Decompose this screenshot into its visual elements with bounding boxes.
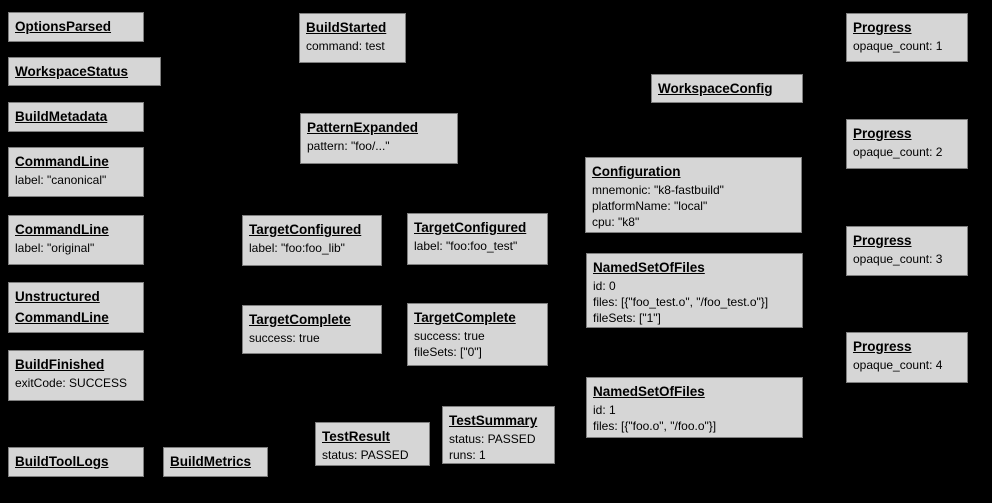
node-attr: exitCode: SUCCESS bbox=[15, 376, 128, 390]
node-attr: opaque_count: 2 bbox=[853, 145, 943, 159]
node-title: CommandLine bbox=[15, 154, 109, 169]
node-build-metrics: BuildMetrics bbox=[163, 447, 268, 477]
node-attr: id: 0 bbox=[593, 279, 616, 293]
node-progress-1: Progress opaque_count: 1 bbox=[846, 13, 968, 62]
node-title: BuildStarted bbox=[306, 20, 387, 35]
node-title: Unstructured bbox=[15, 289, 100, 304]
node-title: Progress bbox=[853, 20, 912, 35]
node-title: Progress bbox=[853, 126, 912, 141]
node-title: TargetConfigured bbox=[249, 222, 362, 237]
node-unstructured-command-line: Unstructured CommandLine bbox=[8, 282, 144, 333]
node-attr: success: true bbox=[249, 331, 320, 345]
node-target-configured-foo-test: TargetConfigured label: "foo:foo_test" bbox=[407, 213, 548, 265]
node-attr: mnemonic: "k8-fastbuild" bbox=[592, 183, 724, 197]
node-attr: opaque_count: 3 bbox=[853, 252, 943, 266]
node-progress-3: Progress opaque_count: 3 bbox=[846, 226, 968, 276]
node-pattern-expanded: PatternExpanded pattern: "foo/..." bbox=[300, 113, 458, 164]
node-attr: files: [{"foo_test.o", "/foo_test.o"}] bbox=[593, 295, 769, 309]
node-title: WorkspaceStatus bbox=[15, 64, 129, 79]
node-named-set-of-files-1: NamedSetOfFiles id: 1 files: [{"foo.o", … bbox=[586, 377, 803, 438]
node-attr: label: "foo:foo_lib" bbox=[249, 241, 345, 255]
node-title: TestResult bbox=[322, 429, 391, 444]
node-title: TargetComplete bbox=[249, 312, 351, 327]
node-build-finished: BuildFinished exitCode: SUCCESS bbox=[8, 350, 144, 401]
node-attr: label: "canonical" bbox=[15, 173, 107, 187]
node-attr: status: PASSED bbox=[449, 432, 536, 446]
node-target-configured-foo-lib: TargetConfigured label: "foo:foo_lib" bbox=[242, 215, 382, 266]
node-workspace-status: WorkspaceStatus bbox=[8, 57, 161, 86]
node-attr: status: PASSED bbox=[322, 448, 409, 462]
node-workspace-config: WorkspaceConfig bbox=[651, 74, 803, 103]
node-build-metadata: BuildMetadata bbox=[8, 102, 144, 132]
node-title: BuildMetrics bbox=[170, 454, 252, 469]
node-title: TestSummary bbox=[449, 413, 538, 428]
node-attr: id: 1 bbox=[593, 403, 616, 417]
node-title: CommandLine bbox=[15, 222, 109, 237]
node-title: Progress bbox=[853, 339, 912, 354]
node-title: BuildFinished bbox=[15, 357, 105, 372]
node-target-complete-foo-test: TargetComplete success: true fileSets: [… bbox=[407, 303, 548, 366]
node-title: TargetComplete bbox=[414, 310, 516, 325]
node-named-set-of-files-0: NamedSetOfFiles id: 0 files: [{"foo_test… bbox=[586, 253, 803, 328]
node-command-line-original: CommandLine label: "original" bbox=[8, 215, 144, 265]
node-attr: opaque_count: 4 bbox=[853, 358, 943, 372]
node-attr: pattern: "foo/..." bbox=[307, 139, 390, 153]
node-attr: platformName: "local" bbox=[592, 199, 708, 213]
node-attr: files: [{"foo.o", "/foo.o"}] bbox=[593, 419, 717, 433]
node-title: TargetConfigured bbox=[414, 220, 527, 235]
node-title: OptionsParsed bbox=[15, 19, 112, 34]
node-attr: opaque_count: 1 bbox=[853, 39, 943, 53]
node-test-summary: TestSummary status: PASSED runs: 1 bbox=[442, 406, 555, 464]
node-title: WorkspaceConfig bbox=[658, 81, 773, 96]
node-title: BuildMetadata bbox=[15, 109, 108, 124]
node-configuration: Configuration mnemonic: "k8-fastbuild" p… bbox=[585, 157, 802, 233]
node-title: CommandLine bbox=[15, 310, 109, 325]
node-build-started: BuildStarted command: test bbox=[299, 13, 406, 63]
node-attr: fileSets: ["0"] bbox=[414, 345, 482, 359]
node-title: PatternExpanded bbox=[307, 120, 419, 135]
node-test-result: TestResult status: PASSED bbox=[315, 422, 430, 466]
node-command-line-canonical: CommandLine label: "canonical" bbox=[8, 147, 144, 197]
node-attr: fileSets: ["1"] bbox=[593, 311, 661, 325]
node-attr: cpu: "k8" bbox=[592, 215, 640, 229]
node-progress-4: Progress opaque_count: 4 bbox=[846, 332, 968, 383]
node-attr: command: test bbox=[306, 39, 385, 53]
node-title: NamedSetOfFiles bbox=[593, 260, 705, 275]
node-progress-2: Progress opaque_count: 2 bbox=[846, 119, 968, 169]
node-build-tool-logs: BuildToolLogs bbox=[8, 447, 144, 477]
node-title: Progress bbox=[853, 233, 912, 248]
node-options-parsed: OptionsParsed bbox=[8, 12, 144, 42]
node-attr: label: "original" bbox=[15, 241, 95, 255]
node-title: NamedSetOfFiles bbox=[593, 384, 705, 399]
node-attr: success: true bbox=[414, 329, 485, 343]
node-attr: runs: 1 bbox=[449, 448, 486, 462]
node-title: Configuration bbox=[592, 164, 681, 179]
node-title: BuildToolLogs bbox=[15, 454, 109, 469]
node-target-complete-foo-lib: TargetComplete success: true bbox=[242, 305, 382, 354]
node-attr: label: "foo:foo_test" bbox=[414, 239, 518, 253]
